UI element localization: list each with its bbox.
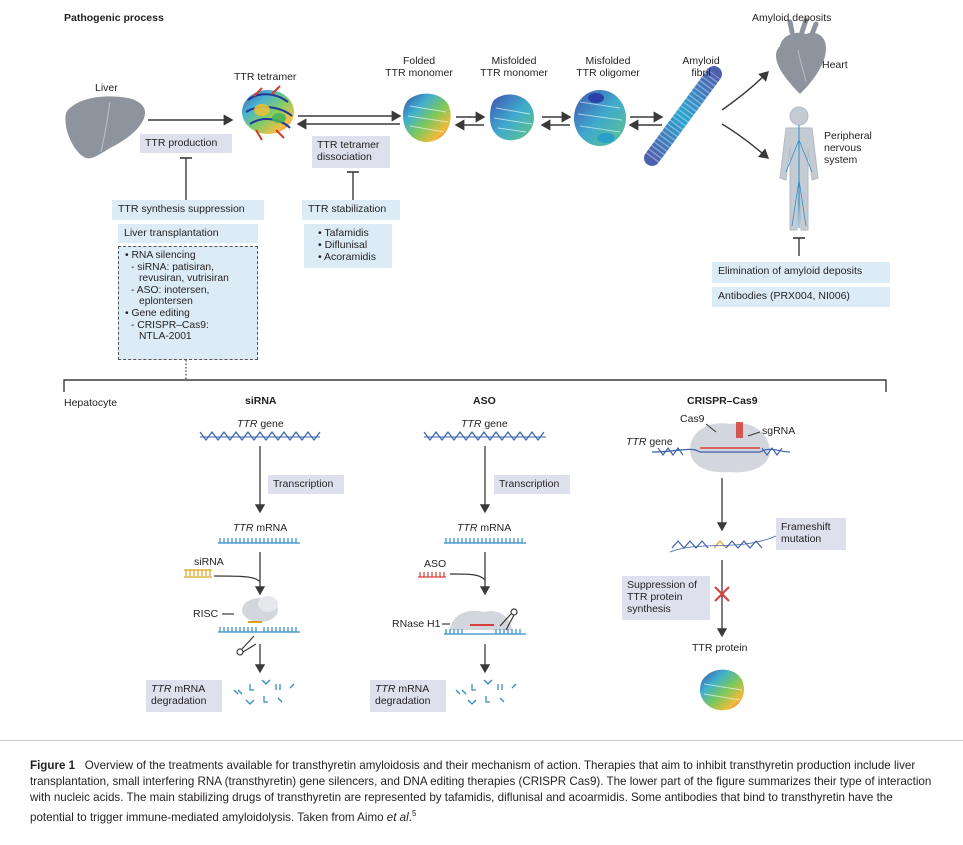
caption-label: Figure 1 bbox=[30, 759, 76, 772]
aso-mrna-label: TTR mRNA bbox=[457, 522, 512, 534]
ttr-tetramer-icon bbox=[242, 85, 294, 141]
aso-degraded-fragments bbox=[455, 679, 517, 705]
aso-transcription-box: Transcription bbox=[494, 475, 570, 494]
frameshift-dna-icon bbox=[669, 535, 777, 553]
elimination-box: Elimination of amyloid deposits bbox=[712, 262, 890, 283]
aso-scissors-icon bbox=[499, 608, 518, 631]
risc-label: RISC bbox=[193, 608, 219, 620]
synthesis-suppression-box: TTR synthesis suppression bbox=[112, 200, 264, 220]
section-title: Pathogenic process bbox=[64, 12, 164, 24]
hepatocyte-label: Hepatocyte bbox=[64, 397, 118, 409]
sirna-title: siRNA bbox=[245, 395, 277, 407]
aso-title: ASO bbox=[473, 395, 496, 407]
caption-ref: 5 bbox=[411, 809, 417, 818]
liver-transplantation-box: Liver transplantation bbox=[118, 224, 258, 243]
sirna-degraded-fragments bbox=[233, 679, 295, 705]
amyloid-fibril-icon bbox=[644, 66, 722, 166]
therapies-list-box: • RNA silencing - siRNA: patisiran, revu… bbox=[118, 246, 258, 360]
figure-caption: Figure 1 Overview of the treatments avai… bbox=[30, 759, 932, 824]
sirna-gene-dna bbox=[199, 431, 321, 441]
sirna-mrna-strand bbox=[218, 538, 300, 544]
aso-mrna-strand bbox=[444, 538, 526, 544]
ttr-protein-icon bbox=[700, 669, 745, 711]
sirna-transcription-box: Transcription bbox=[268, 475, 344, 494]
crispr-gene-label: TTR gene bbox=[626, 436, 673, 448]
caption-etal: et al bbox=[386, 810, 409, 824]
rnase-h1-label: RNase H1 bbox=[392, 618, 441, 630]
misfolded-monomer-icon bbox=[490, 94, 534, 141]
crispr-title: CRISPR–Cas9 bbox=[687, 395, 758, 407]
block-x-icon bbox=[714, 586, 730, 602]
caption-text: Overview of the treatments available for… bbox=[30, 759, 932, 824]
ttr-stabilization-box: TTR stabilization bbox=[302, 200, 400, 220]
sirna-gene-label: TTR gene bbox=[237, 418, 284, 430]
sirna-agent-label: siRNA bbox=[194, 556, 224, 568]
sirna-scissors-icon bbox=[236, 635, 257, 656]
stabilizers-list-box: • Tafamidis• Diflunisal• Acoramidis bbox=[304, 224, 392, 268]
caption-divider bbox=[0, 740, 963, 741]
sgrna-label: sgRNA bbox=[762, 425, 796, 437]
folded-monomer-icon bbox=[403, 93, 451, 143]
antibodies-box: Antibodies (PRX004, NI006) bbox=[712, 287, 890, 307]
ttr-protein-label: TTR protein bbox=[692, 642, 748, 654]
liver-icon bbox=[65, 96, 146, 159]
aso-gene-dna bbox=[423, 431, 546, 441]
heart-icon bbox=[776, 17, 826, 94]
sirna-degradation-box: TTR mRNA degradation bbox=[146, 680, 222, 712]
risc-complex-icon bbox=[222, 596, 278, 622]
aso-oligo-icon bbox=[418, 572, 446, 578]
cas9-complex-icon bbox=[690, 422, 770, 473]
amyloid-deposits-label: Amyloid deposits bbox=[752, 12, 832, 24]
aso-agent-label: ASO bbox=[424, 558, 447, 570]
rnase-h1-icon bbox=[442, 610, 512, 630]
sirna-mrna-label: TTR mRNA bbox=[233, 522, 288, 534]
heart-label: Heart bbox=[822, 59, 848, 71]
cas9-label: Cas9 bbox=[680, 413, 705, 425]
sirna-duplex-icon bbox=[184, 569, 212, 578]
aso-gene-label: TTR gene bbox=[461, 418, 508, 430]
ttr-production-box: TTR production bbox=[140, 134, 232, 153]
aso-degradation-box: TTR mRNA degradation bbox=[370, 680, 446, 712]
misfolded-oligomer-icon bbox=[574, 90, 626, 146]
liver-label: Liver bbox=[95, 82, 118, 94]
tetramer-label: TTR tetramer bbox=[234, 71, 297, 83]
